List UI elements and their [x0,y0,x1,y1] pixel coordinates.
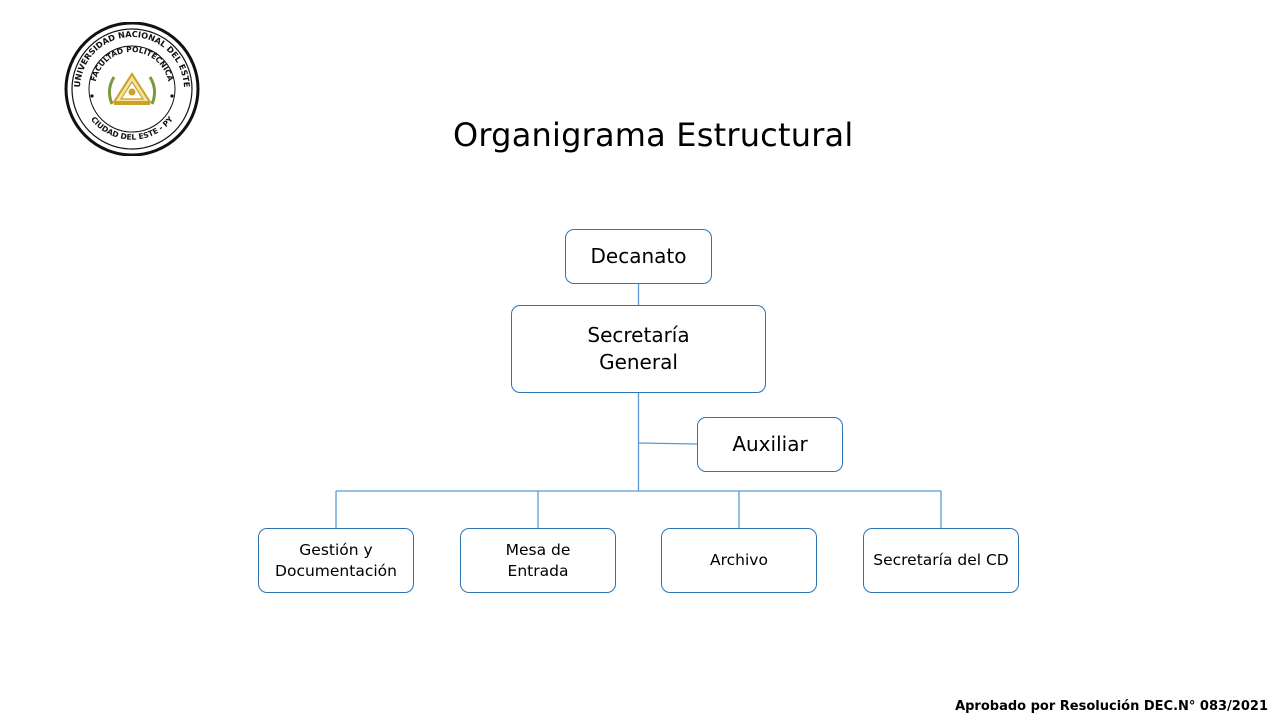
node-gestion-line1: Gestión y [299,540,373,559]
node-mesa-line1: Mesa de [505,540,571,559]
connector-auxiliar [638,442,698,445]
node-secretaria-general-line2: General [599,350,678,374]
node-auxiliar-label: Auxiliar [732,432,808,456]
node-secretaria-del-cd: Secretaría del CD [863,528,1019,593]
node-gestion-documentacion: Gestión y Documentación [258,528,414,593]
node-archivo: Archivo [661,528,817,593]
page-title: Organigrama Estructural [453,116,854,154]
node-decanato-label: Decanato [590,244,687,268]
faculty-seal-logo: UNIVERSIDAD NACIONAL DEL ESTE FACULTAD P… [64,22,200,156]
node-decanato: Decanato [565,229,712,284]
node-mesa-line2: Entrada [507,561,569,580]
node-secretaria-cd-label: Secretaría del CD [873,551,1009,570]
node-secretaria-general: Secretaría General [511,305,766,393]
node-auxiliar: Auxiliar [697,417,843,472]
node-mesa-de-entrada: Mesa de Entrada [460,528,616,593]
laurel-emblem-icon [107,72,157,105]
node-secretaria-general-line1: Secretaría [587,323,690,347]
node-gestion-line2: Documentación [275,561,397,580]
approval-resolution-note: Aprobado por Resolución DEC.N° 083/2021 [955,699,1268,714]
node-archivo-label: Archivo [710,551,768,570]
